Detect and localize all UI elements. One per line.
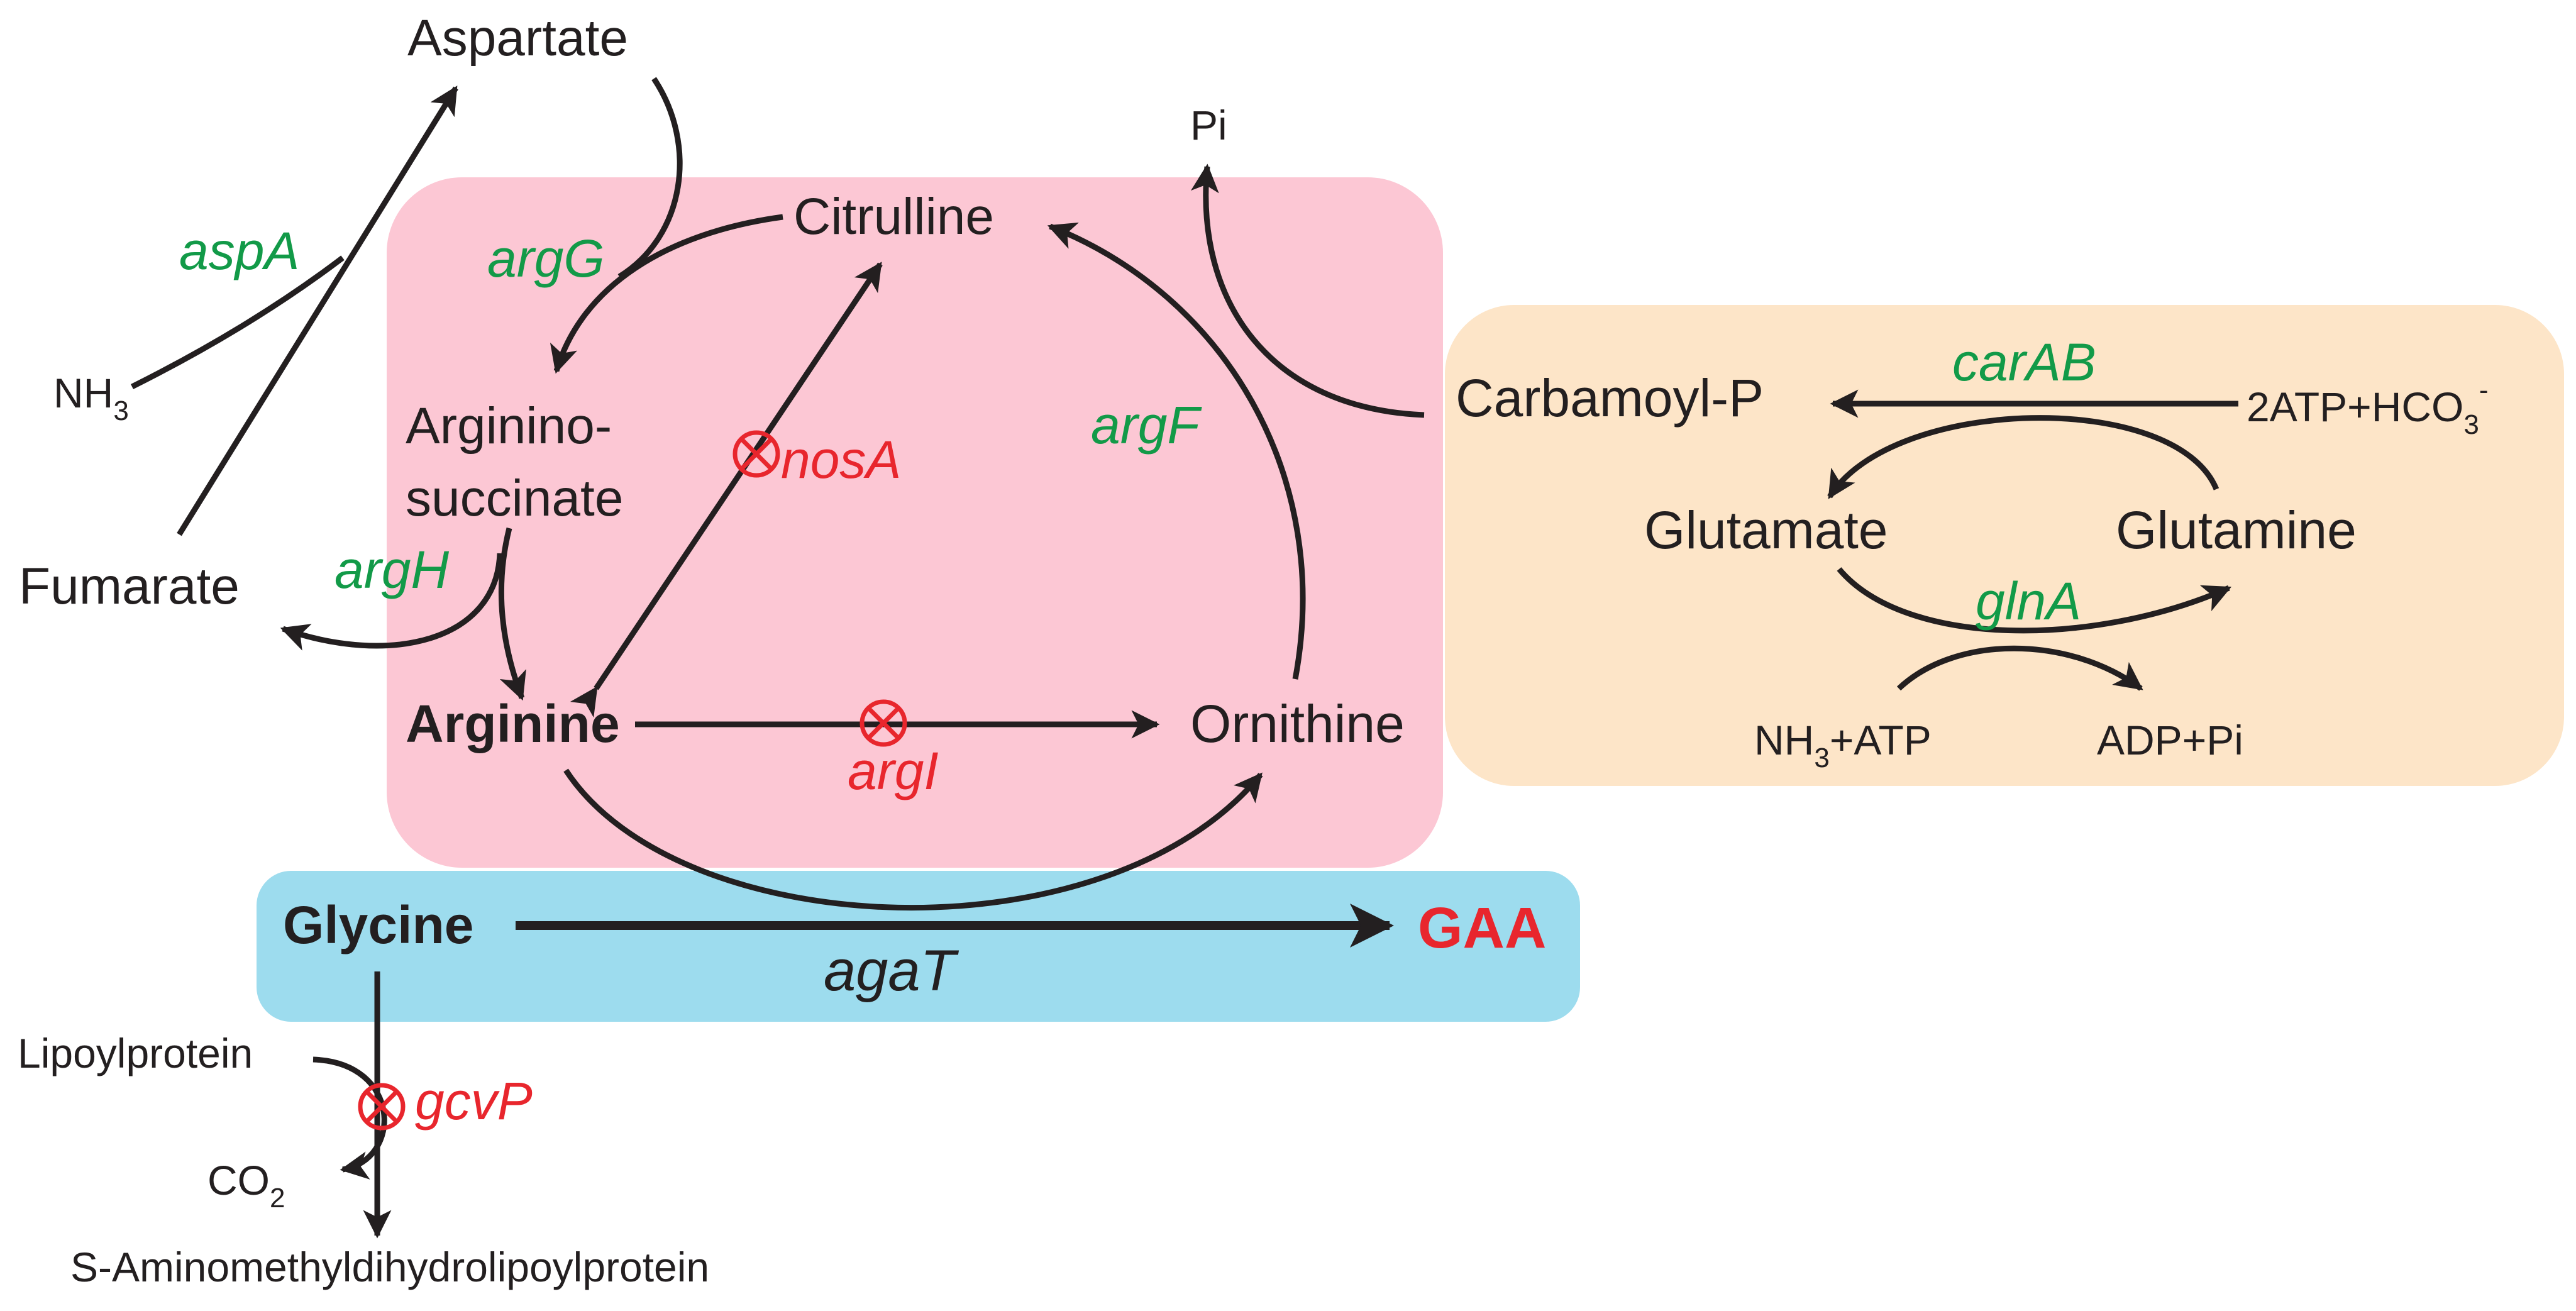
nh3-atp-to-adp-pi-arrow (1896, 645, 2143, 691)
arginine-label: Arginine (406, 694, 620, 753)
nh3-input-curve (130, 255, 345, 390)
glycine-box (257, 871, 1580, 1022)
nosA-enzyme-label: nosA (781, 430, 901, 489)
carbamoyl-p-label: Carbamoyl-P (1456, 368, 1764, 428)
argI-knockout-circled-x-icon (860, 699, 907, 747)
nosA-knockout-circled-x-icon (732, 430, 780, 478)
nh3-atp-label: NH3+ATP (1754, 717, 1932, 773)
glutamate-to-glutamine-arrow (1837, 567, 2232, 634)
glutamate-label: Glutamate (1644, 501, 1888, 560)
argininosuccinate-label-line1: Arginino- (406, 397, 612, 455)
aspartate-label: Aspartate (407, 9, 628, 67)
aspA-enzyme-label: aspA (179, 221, 299, 280)
fumarate-to-aspartate-arrow (177, 86, 458, 536)
co2-label: CO2 (207, 1157, 285, 1214)
argI-enzyme-label: argI (848, 741, 939, 800)
lipoylprotein-label: Lipoylprotein (18, 1030, 253, 1076)
glutamine-to-glutamate-arrow (1827, 415, 2219, 499)
nh3-subscript: 3 (113, 396, 128, 426)
co2-subscript: 2 (270, 1183, 285, 1214)
gaa-label: GAA (1418, 896, 1546, 960)
glnA-enzyme-label: glnA (1976, 572, 2081, 631)
nh3-label: NH3 (53, 370, 129, 426)
lipoylprotein-to-co2-arrow (312, 1056, 387, 1180)
argG-enzyme-label: argG (487, 229, 605, 288)
s-aminomethyldihydrolipoylprotein-label: S-Aminomethyldihydrolipoylprotein (70, 1244, 709, 1290)
argininosuccinate-to-arginine-arrow (498, 527, 526, 701)
arginine-citrulline-arrow (570, 262, 883, 718)
atp-hco3-label: 2ATP+HCO3- (2247, 375, 2489, 440)
argF-enzyme-label: argF (1091, 396, 1202, 455)
glutamine-label: Glutamine (2116, 501, 2357, 560)
atp-hco3-subscript: 3 (2463, 409, 2479, 440)
citrulline-label: Citrulline (793, 188, 994, 245)
carbamoyl-synthesis-box (1445, 305, 2564, 786)
ornithine-to-citrulline-arrow (1047, 222, 1306, 680)
gcvP-enzyme-label: gcvP (415, 1071, 533, 1131)
atp-hco3-superscript: - (2479, 375, 2489, 406)
aspartate-to-argininosuccinate-arrow (617, 77, 683, 279)
argininosuccinate-label-line2: succinate (406, 470, 623, 527)
adp-pi-label: ADP+Pi (2097, 717, 2243, 763)
fumarate-label: Fumarate (19, 558, 240, 615)
argininosuccinate-to-fumarate-arrow (280, 553, 503, 651)
pi-label: Pi (1190, 102, 1227, 148)
ornithine-label: Ornithine (1190, 694, 1405, 753)
agaT-enzyme-label: agaT (824, 939, 959, 1003)
gcvP-knockout-circled-x-icon (358, 1083, 406, 1131)
argH-enzyme-label: argH (334, 540, 449, 599)
atp-hco3-text: 2ATP+HCO (2247, 384, 2463, 430)
carbamoyl-to-pi-arrow (1190, 163, 1425, 418)
arginine-to-ornithine-curve (563, 768, 1263, 911)
nh3-atp-text2: +ATP (1830, 717, 1932, 763)
nh3-text: NH (53, 370, 113, 416)
nh3-atp-text: NH (1754, 717, 1814, 763)
carAB-enzyme-label: carAB (1952, 333, 2096, 392)
co2-text: CO (207, 1157, 270, 1203)
glycine-label: Glycine (283, 895, 473, 954)
nh3-atp-subscript: 3 (1814, 743, 1829, 773)
